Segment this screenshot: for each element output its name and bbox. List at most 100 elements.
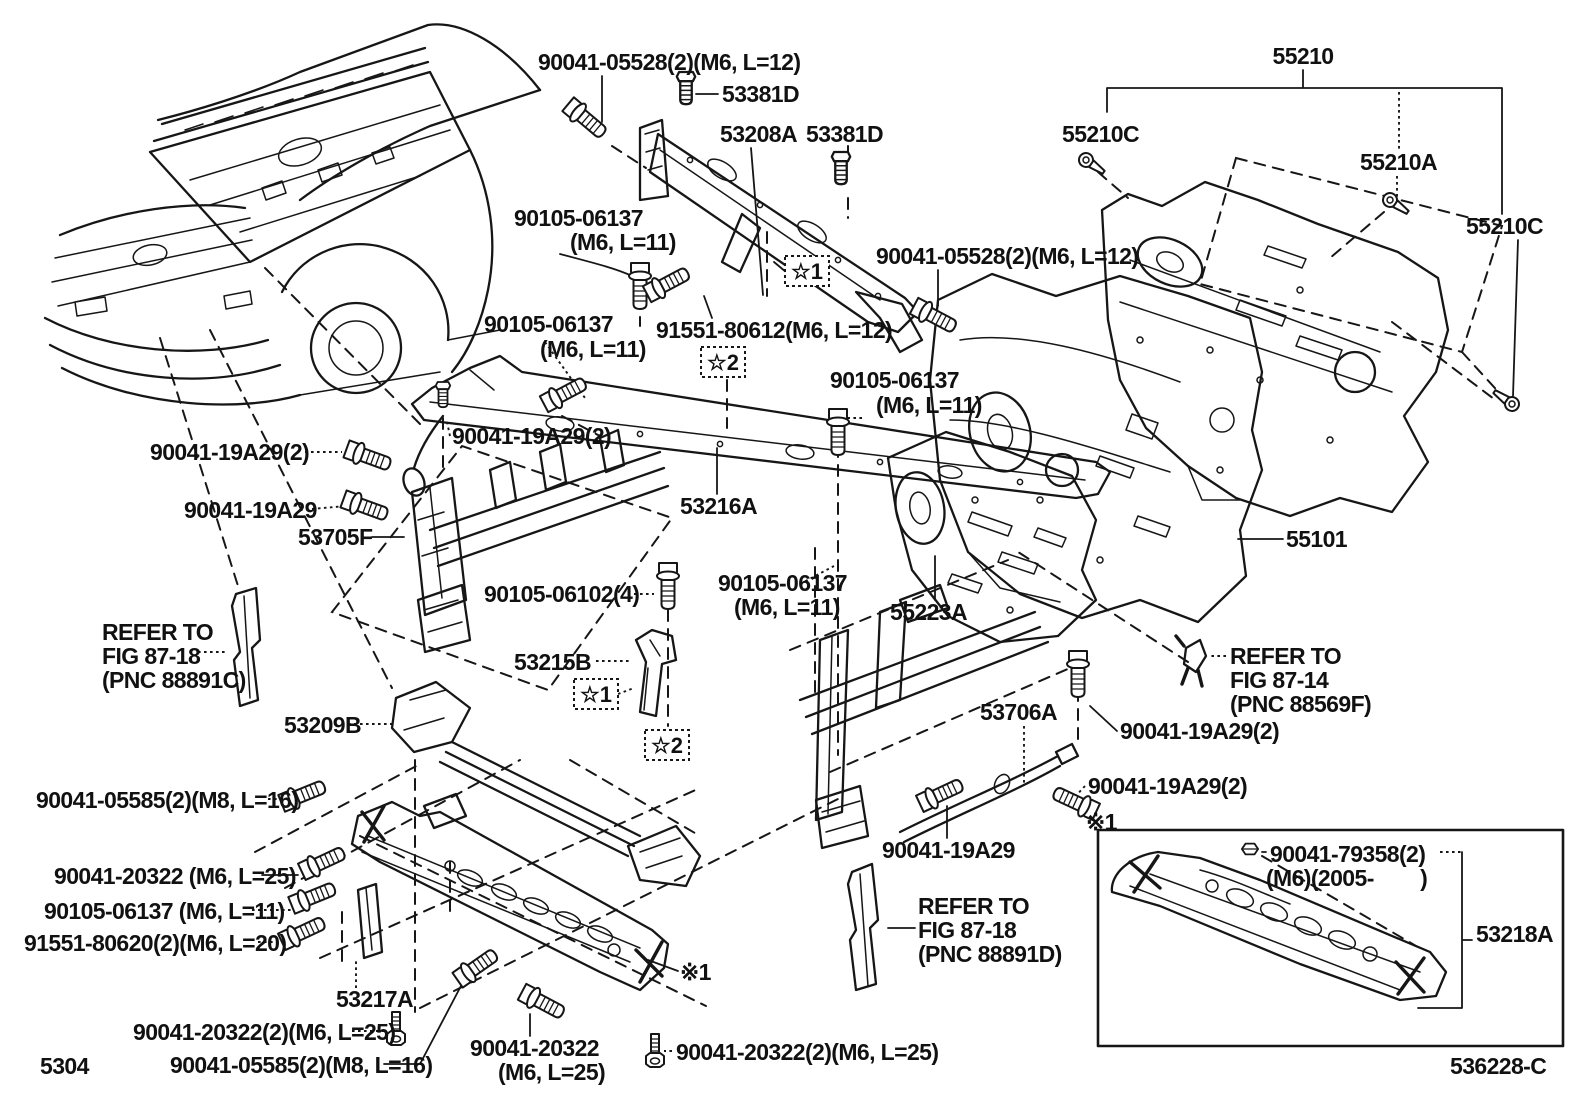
- bolt-icon: [560, 94, 612, 144]
- note-fig87-18c-line3: (PNC 88891C): [102, 667, 246, 693]
- callout-53208a: 53208A: [720, 121, 797, 147]
- figure-code: 5304: [40, 1053, 90, 1079]
- callout-55210c-left: 55210C: [1062, 121, 1139, 147]
- callout-53706a: 53706A: [980, 699, 1057, 725]
- bolt-icon: [656, 562, 680, 610]
- callout-53217a: 53217A: [336, 986, 413, 1012]
- part-bracket-88891c: [230, 586, 262, 708]
- note-fig87-18c-line2: FIG 87-18: [102, 643, 201, 669]
- note-fig87-18d-line1: REFER TO: [918, 893, 1029, 919]
- svg-text:☆1: ☆1: [791, 259, 823, 284]
- screw-icon: [1075, 149, 1109, 180]
- callout-90041-79358-b: (M6)(2005- ): [1266, 865, 1427, 891]
- vehicle-front-sketch: [43, 23, 542, 689]
- stud-icon: [830, 150, 852, 186]
- callout-90041-79358: 90041-79358(2): [1270, 841, 1425, 867]
- callout-53215b: 53215B: [514, 649, 591, 675]
- marker-star2-top: ☆2: [700, 346, 746, 378]
- callout-90105-06137-d2: (M6, L=11): [734, 594, 840, 620]
- note-fig87-14-line3: (PNC 88569F): [1230, 691, 1371, 717]
- callout-90041-20322-4: 90041-20322(2)(M6, L=25): [676, 1039, 938, 1065]
- note-fig87-18d-line3: (PNC 88891D): [918, 941, 1062, 967]
- callout-90041-20322-3b: (M6, L=25): [498, 1059, 605, 1085]
- callout-90105-06137-b2: (M6, L=11): [540, 336, 646, 362]
- part-55223a-insulator-panel: [886, 430, 1098, 644]
- callout-90105-06137-b1: 90105-06137: [484, 311, 613, 337]
- bolt-icon: [1066, 650, 1090, 698]
- stud-icon: [434, 381, 452, 409]
- bolt-icon: [450, 943, 503, 991]
- bolt-icon: [914, 773, 968, 815]
- marker-star1-mid: ☆1: [573, 678, 619, 710]
- part-53215b-bracket: [634, 628, 678, 718]
- part-55210-cowl-panel: [1100, 156, 1505, 518]
- callout-90041-20322-3a: 90041-20322: [470, 1035, 599, 1061]
- callout-90041-05528-top: 90041-05528(2)(M6, L=12): [538, 49, 800, 75]
- callout-90041-05585-1: 90041-05585(2)(M8, L=16): [36, 787, 298, 813]
- part-clip-88569f: [1174, 634, 1208, 688]
- marker-x1-upper: ※1: [1086, 809, 1118, 835]
- note-fig87-14-line1: REFER TO: [1230, 643, 1341, 669]
- callout-55210c-right: 55210C: [1466, 213, 1543, 239]
- callout-90041-05585-2: 90041-05585(2)(M8, L=16): [170, 1052, 432, 1078]
- callout-53216a: 53216A: [680, 493, 757, 519]
- bolt-icon: [515, 981, 569, 1025]
- callout-91551-80612: 91551-80612(M6, L=12): [656, 317, 892, 343]
- marker-x1-lower: ※1: [680, 959, 712, 985]
- drawing-number: 536228-C: [1450, 1053, 1546, 1079]
- construction-lines: [254, 145, 1189, 1013]
- note-fig87-18c-line1: REFER TO: [102, 619, 213, 645]
- marker-star2-mid: ☆2: [644, 729, 690, 761]
- callout-90105-06137-e: 90105-06137 (M6, L=11): [44, 898, 285, 924]
- callout-90105-06102: 90105-06102(4): [484, 581, 639, 607]
- svg-text:☆2: ☆2: [651, 733, 683, 758]
- screw-icon: [1379, 189, 1413, 220]
- part-front-side-member-left: [330, 414, 674, 692]
- callout-90105-06137-a1: 90105-06137: [514, 205, 643, 231]
- bolt-icon: [338, 487, 392, 526]
- bolt-icon: [341, 437, 395, 476]
- callout-55210: 55210: [1273, 43, 1334, 69]
- part-radiator-support-lower-assembly: [350, 792, 670, 992]
- part-53208a-radiator-support-upper: [638, 118, 924, 354]
- inset-53218a-detail: [1096, 828, 1565, 1048]
- marker-star1-top: ☆1: [784, 255, 830, 287]
- part-bracket-88891d: [846, 862, 880, 992]
- callout-90105-06137-c1: 90105-06137: [830, 367, 959, 393]
- callout-53381d-1: 53381D: [722, 81, 799, 107]
- callout-53218a: 53218A: [1476, 921, 1553, 947]
- bolt-icon: [826, 408, 850, 456]
- part-53216a-radiator-support-upper-center: [410, 354, 1112, 500]
- callout-55101: 55101: [1286, 526, 1348, 552]
- callout-90105-06137-c2: (M6, L=11): [876, 392, 982, 418]
- stud-nut-icon: [645, 1033, 665, 1068]
- svg-text:☆1: ☆1: [580, 682, 612, 707]
- part-55101-dash-panel: [928, 272, 1264, 624]
- callout-53209b: 53209B: [284, 712, 361, 738]
- callout-90105-06137-d1: 90105-06137: [718, 570, 847, 596]
- svg-text:☆2: ☆2: [707, 350, 739, 375]
- nut-icon: [1241, 842, 1259, 856]
- callout-90041-20322-2: 90041-20322(2)(M6, L=25): [133, 1019, 395, 1045]
- bolt-icon: [296, 841, 350, 883]
- label-bracket-55210: [1106, 69, 1519, 397]
- part-53209b-crossmember-lower: [390, 680, 702, 888]
- callout-53705f: 53705F: [298, 524, 373, 550]
- stud-icon: [675, 70, 697, 106]
- callout-90041-05528-2: 90041-05528(2)(M6, L=12): [876, 243, 1138, 269]
- callout-90041-19a29-r: 90041-19A29(2): [452, 423, 611, 449]
- callout-90041-19a29-l: 90041-19A29(2): [150, 439, 309, 465]
- callout-90041-19a29-4: 90041-19A29(2): [1088, 773, 1247, 799]
- screw-icon: [1489, 384, 1523, 415]
- callout-90041-20322-1: 90041-20322 (M6, L=25): [54, 863, 296, 889]
- labels-layer: 90041-05528(2)(M6, L=12) 53381D 53208A 5338…: [24, 43, 1554, 1085]
- callout-53381d-2: 53381D: [806, 121, 883, 147]
- note-fig87-18d-line2: FIG 87-18: [918, 917, 1017, 943]
- callout-90041-19a29-3: 90041-19A29(2): [1120, 718, 1279, 744]
- leader-lines: [198, 75, 1284, 1065]
- callout-90105-06137-a2: (M6, L=11): [570, 229, 676, 255]
- callout-55210a: 55210A: [1360, 149, 1437, 175]
- callout-90041-19a29-5: 90041-19A29: [882, 837, 1015, 863]
